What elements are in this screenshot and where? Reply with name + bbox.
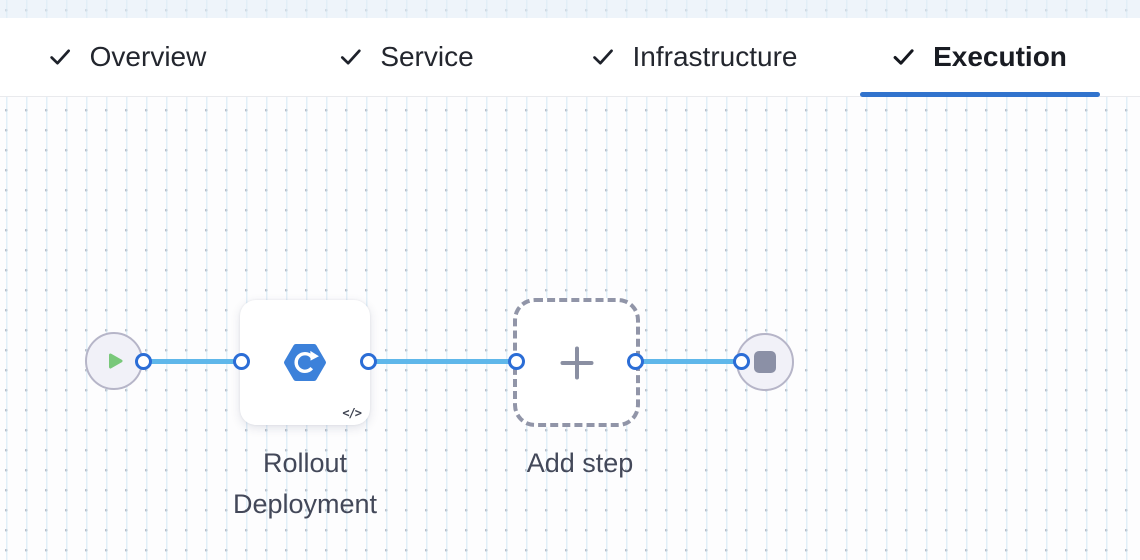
canvas-top-strip xyxy=(0,0,1140,18)
check-icon xyxy=(893,49,914,65)
tab-service[interactable]: Service xyxy=(338,41,474,73)
connector-port[interactable] xyxy=(732,352,750,370)
add-step-node[interactable] xyxy=(513,298,640,427)
step-node-rollout-deployment[interactable]: </> xyxy=(240,300,370,425)
plus-icon xyxy=(560,346,593,379)
check-icon xyxy=(50,49,70,65)
tab-label: Infrastructure xyxy=(632,41,798,72)
yaml-code-badge: </> xyxy=(342,406,362,420)
check-icon xyxy=(593,49,613,65)
connector-port[interactable] xyxy=(507,352,525,370)
tab-label: Execution xyxy=(933,41,1067,72)
stage-tabbar: Overview Service Infrastructure Executio… xyxy=(0,18,1140,97)
tab-infrastructure[interactable]: Infrastructure xyxy=(591,41,798,73)
stop-icon xyxy=(754,351,776,373)
tab-execution[interactable]: Execution xyxy=(891,41,1067,73)
tab-label: Overview xyxy=(89,41,207,72)
connector-line xyxy=(635,359,741,364)
connector-port[interactable] xyxy=(359,352,377,370)
step-label: Rollout Deployment xyxy=(232,448,378,519)
connector-port[interactable] xyxy=(626,352,644,370)
tab-overview[interactable]: Overview xyxy=(48,41,207,73)
play-icon xyxy=(109,353,123,369)
check-icon xyxy=(340,49,361,65)
add-step-label: Add step xyxy=(526,448,634,478)
connector-port[interactable] xyxy=(232,352,250,370)
connector-line xyxy=(368,359,516,364)
active-tab-indicator xyxy=(860,92,1100,97)
connector-line xyxy=(143,359,241,364)
tab-label: Service xyxy=(380,41,474,72)
rollout-hexagon-icon xyxy=(283,344,327,381)
connector-port[interactable] xyxy=(134,352,152,370)
